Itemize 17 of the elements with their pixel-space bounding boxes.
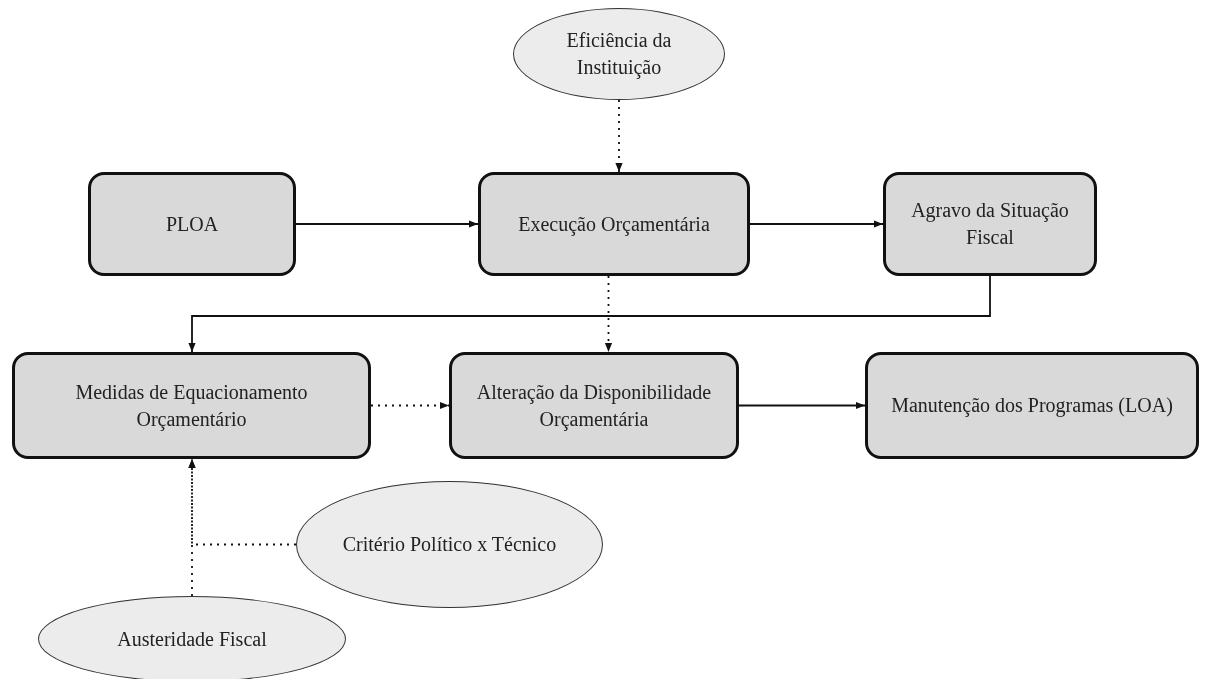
ellipse-node: Eficiência da Instituição (513, 8, 725, 100)
arrow (295, 220, 479, 228)
arrow (738, 401, 866, 410)
arrow (188, 275, 991, 353)
dotted-arrow (604, 275, 613, 353)
arrow (749, 220, 884, 228)
dotted-arrow (370, 401, 450, 410)
ellipse-node: Austeridade Fiscal (38, 596, 346, 679)
process-box: Medidas de Equacionamento Orçamentário (12, 352, 371, 459)
process-box: Manutenção dos Programas (LOA) (865, 352, 1199, 459)
process-box: Execução Orçamentária (478, 172, 750, 276)
dotted-arrow (615, 99, 623, 173)
process-box: Agravo da Situação Fiscal (883, 172, 1097, 276)
process-box: PLOA (88, 172, 296, 276)
ellipse-node: Critério Político x Técnico (296, 481, 603, 608)
process-box: Alteração da Disponibilidade Orçamentária (449, 352, 739, 459)
dotted-arrow (188, 458, 297, 546)
